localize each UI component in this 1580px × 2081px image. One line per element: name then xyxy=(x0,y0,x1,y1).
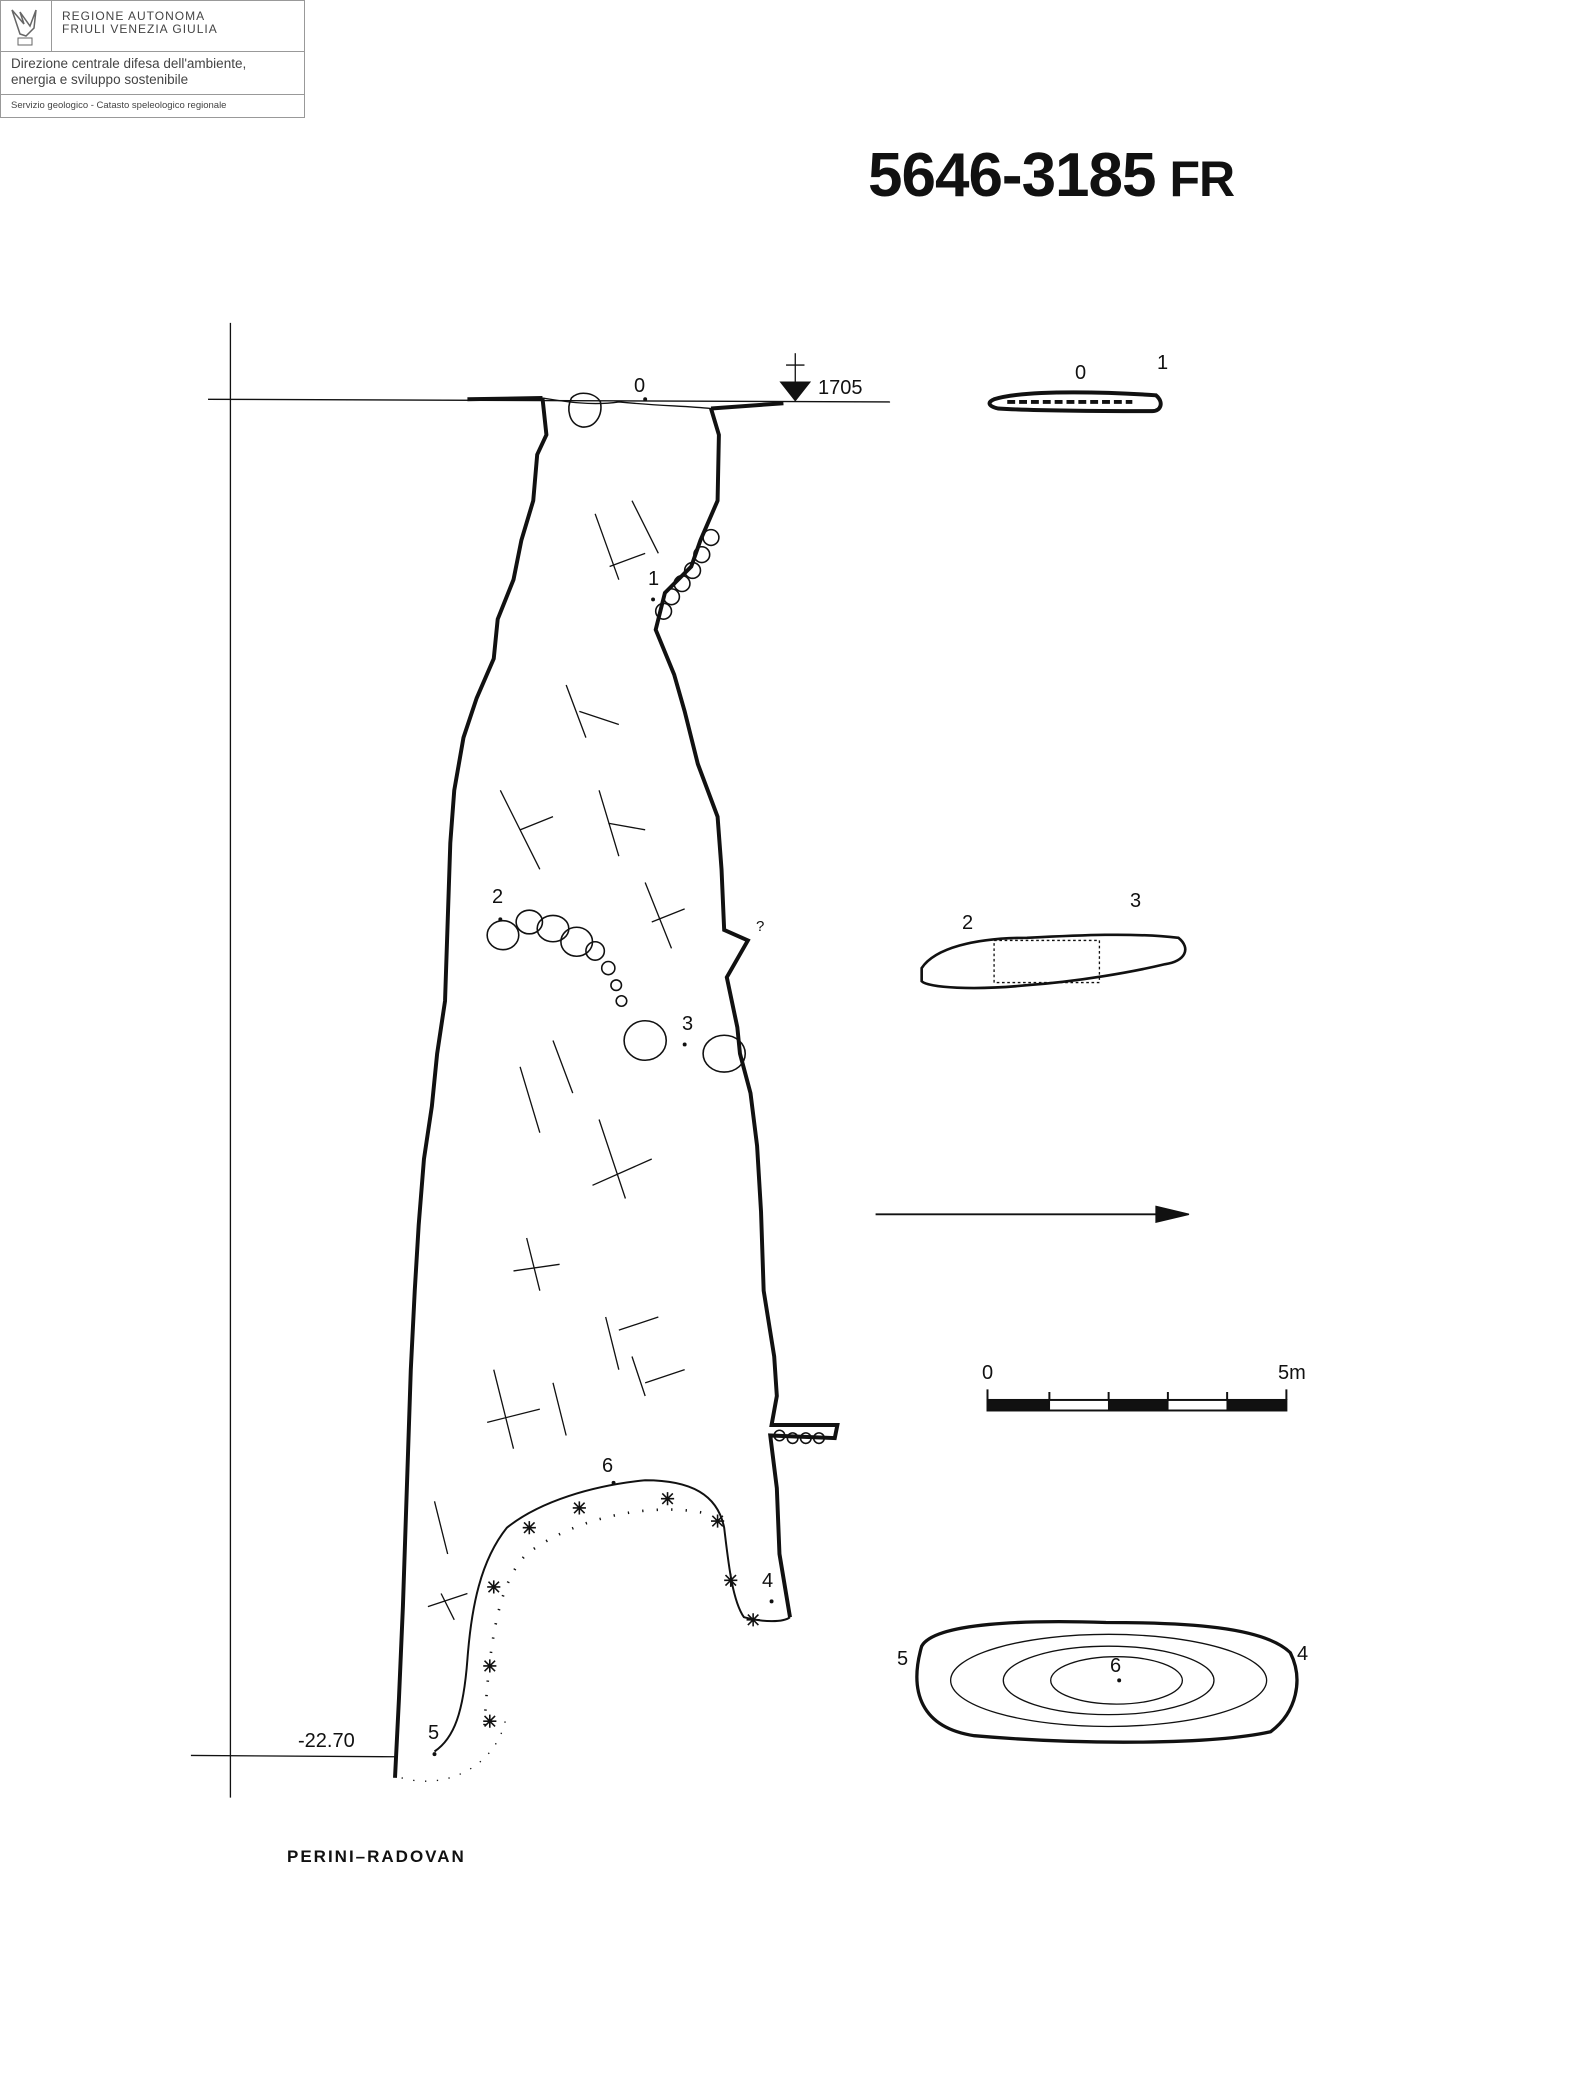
plan-middle-label-2: 2 xyxy=(962,912,974,934)
region-name-line1: REGIONE AUTONOMA xyxy=(62,9,206,23)
plan-section-middle xyxy=(920,933,1187,990)
point-label-2: 2 xyxy=(492,886,504,908)
direction-line1: Direzione centrale difesa dell'ambiente, xyxy=(11,56,247,71)
point-label-5: 5 xyxy=(428,1722,440,1744)
cave-code: 5646-3185 xyxy=(868,141,1156,210)
depth-line xyxy=(190,1754,396,1758)
plan-bottom-label-6: 6 xyxy=(1110,1655,1122,1677)
plan-bottom-label-4: 4 xyxy=(1297,1643,1309,1665)
plan-top-label-0: 0 xyxy=(1075,362,1087,384)
scale-label-end: 5m xyxy=(1278,1362,1306,1384)
sediment-floor xyxy=(433,1479,791,1753)
direction-line2: energia e sviluppo sostenibile xyxy=(11,72,189,87)
point-label-0: 0 xyxy=(634,375,646,397)
point-label-6: 6 xyxy=(602,1455,614,1477)
plan-middle-label-3: 3 xyxy=(1130,890,1142,912)
bottom-depth: -22.70 xyxy=(298,1730,355,1752)
arrow-head-icon xyxy=(1155,1205,1190,1224)
eagle-logo-icon xyxy=(1,1,52,51)
point-label-1: 1 xyxy=(648,568,660,590)
scale-label-start: 0 xyxy=(982,1362,994,1384)
entrance-altitude: 1705 xyxy=(818,377,863,399)
boulder xyxy=(568,392,602,428)
plan-bottom-label-5: 5 xyxy=(897,1648,909,1670)
plan-top-label-1: 1 xyxy=(1157,352,1169,374)
point-label-3: 3 xyxy=(682,1013,694,1035)
boulder-chain xyxy=(486,528,826,1445)
surface-line xyxy=(208,398,891,403)
service-name: Servizio geologico - Catasto speleologic… xyxy=(11,100,227,111)
cave-code-suffix: FR xyxy=(1169,151,1236,207)
entrance-triangle-icon xyxy=(779,381,812,402)
unknown-continuation-mark: ? xyxy=(756,918,765,935)
institution-header: REGIONE AUTONOMA FRIULI VENEZIA GIULIA D… xyxy=(0,0,305,118)
cave-left-wall xyxy=(393,397,549,1778)
plan-section-top xyxy=(987,390,1163,414)
region-name-line2: FRIULI VENEZIA GIULIA xyxy=(62,22,218,36)
survey-authors: PERINI–RADOVAN xyxy=(287,1847,466,1866)
point-label-4: 4 xyxy=(762,1570,774,1592)
sediment-markers xyxy=(483,1492,760,1728)
plan-section-bottom xyxy=(915,1619,1299,1744)
